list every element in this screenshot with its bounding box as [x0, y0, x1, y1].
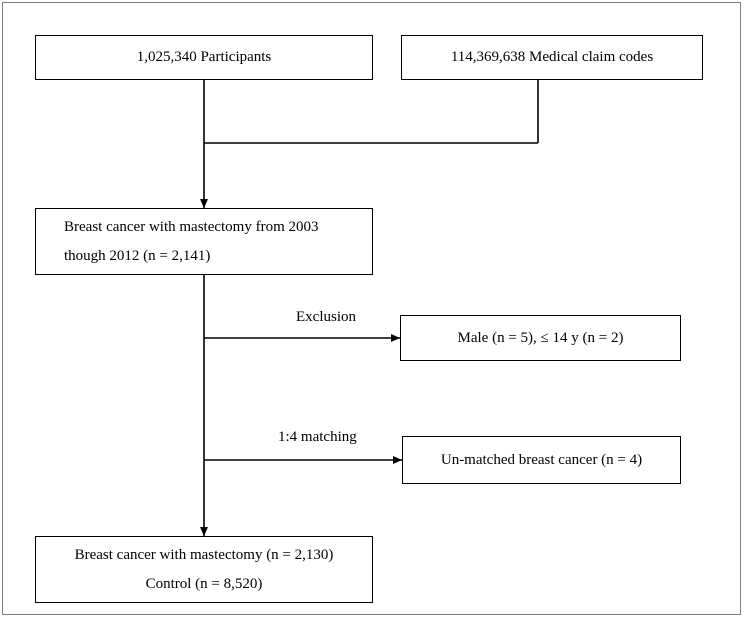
cohort-text-line2: though 2012 (n = 2,141) [64, 247, 211, 264]
claims-box: 114,369,638 Medical claim codes [401, 35, 703, 80]
final-text-line1: Breast cancer with mastectomy (n = 2,130… [74, 547, 334, 563]
unmatched-box: Un-matched breast cancer (n = 4) [402, 436, 681, 484]
exclusion-label: Exclusion [296, 309, 356, 325]
final-box: Breast cancer with mastectomy (n = 2,130… [35, 536, 373, 603]
participants-box: 1,025,340 Participants [35, 35, 373, 80]
excluded-text: Male (n = 5), ≤ 14 y (n = 2) [457, 329, 624, 346]
matching-label: 1:4 matching [278, 429, 357, 445]
final-text-line2: Control (n = 8,520) [145, 575, 263, 592]
claims-text: 114,369,638 Medical claim codes [450, 49, 654, 66]
excluded-box: Male (n = 5), ≤ 14 y (n = 2) [400, 315, 681, 361]
unmatched-text: Un-matched breast cancer (n = 4) [440, 451, 643, 468]
participants-text: 1,025,340 Participants [136, 49, 272, 66]
cohort-box: Breast cancer with mastectomy from 2003 … [35, 208, 373, 275]
cohort-text-line1: Breast cancer with mastectomy from 2003 [64, 219, 319, 235]
